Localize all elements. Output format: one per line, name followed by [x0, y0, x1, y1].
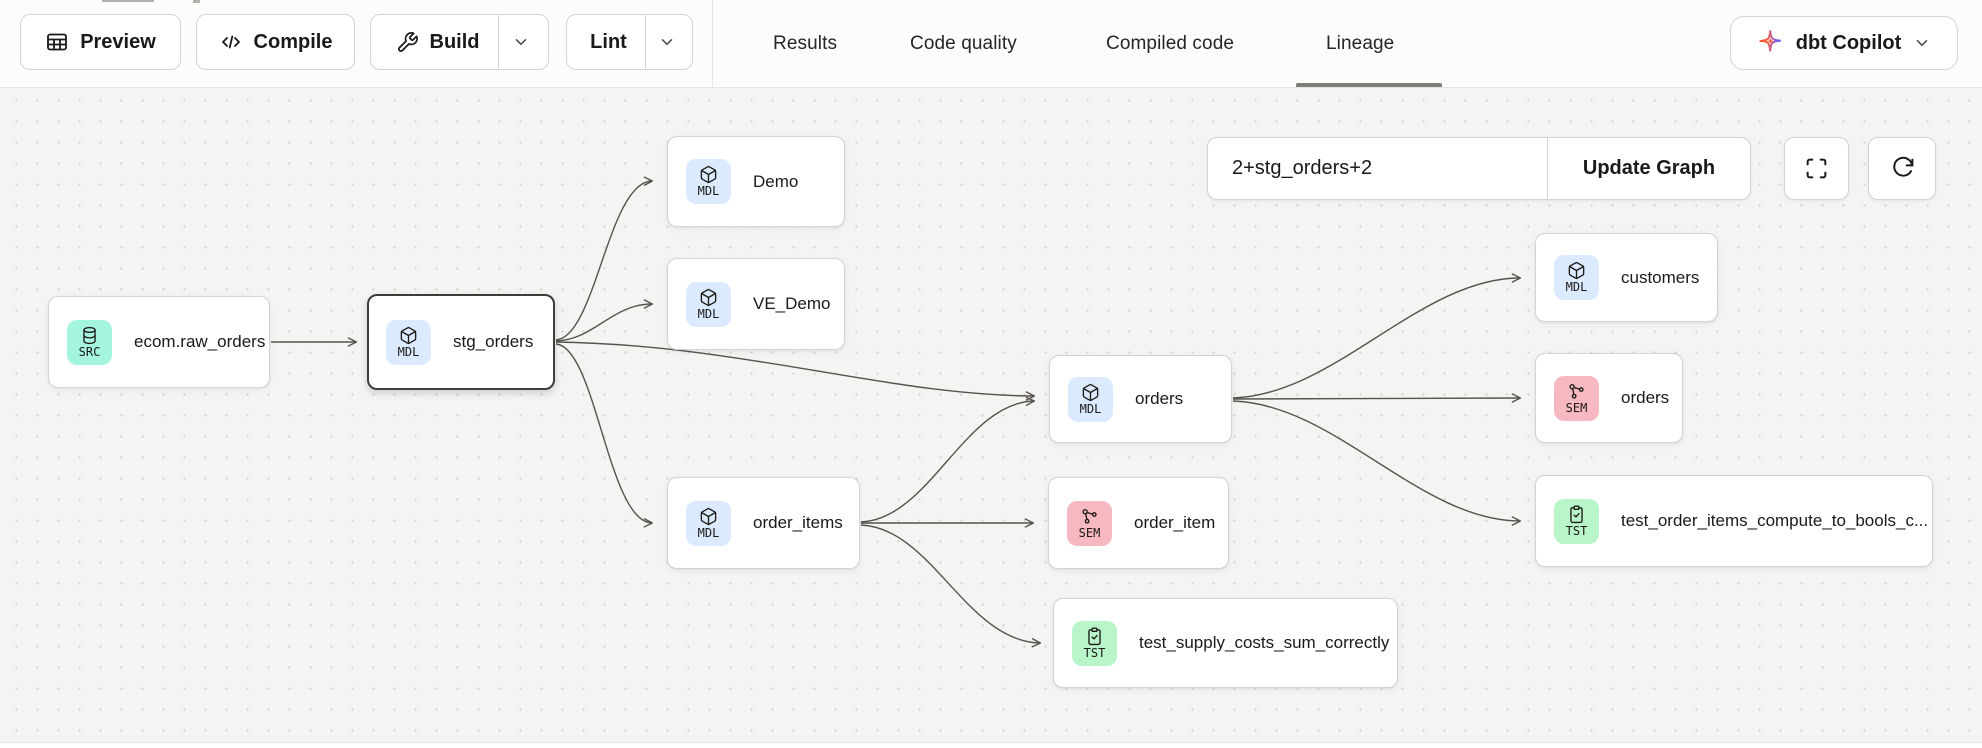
badge-label: MDL [697, 525, 720, 540]
lineage-node-order-item[interactable]: SEM order_item [1048, 477, 1229, 569]
cube-icon [400, 326, 417, 344]
lint-dropdown-caret[interactable] [644, 15, 689, 69]
lineage-node-test-supply-costs[interactable]: TST test_supply_costs_sum_correctly [1053, 598, 1398, 688]
node-label: VE_Demo [753, 294, 831, 313]
lineage-selector-input[interactable] [1208, 138, 1547, 199]
badge-label: MDL [397, 344, 420, 359]
model-badge: MDL [1554, 255, 1599, 300]
lineage-node-orders-model[interactable]: MDL orders [1049, 355, 1232, 443]
lint-button: Lint [566, 14, 693, 70]
code-icon [219, 30, 243, 54]
source-badge: SRC [67, 319, 112, 365]
semantic-badge: SEM [1554, 375, 1599, 421]
badge-label: MDL [1079, 401, 1102, 416]
tab-code-quality-label: Code quality [910, 33, 1017, 54]
model-badge: MDL [1068, 376, 1113, 422]
preview-button-label: Preview [80, 30, 156, 53]
chevron-down-icon [1917, 40, 1928, 46]
chevron-down-icon [662, 39, 673, 45]
update-graph-label: Update Graph [1582, 157, 1716, 179]
node-label: Demo [753, 171, 799, 191]
cropped-artifact [102, 0, 154, 2]
badge-label: MDL [1565, 280, 1588, 294]
lineage-node-customers[interactable]: MDL customers [1535, 233, 1718, 322]
node-label: orders [1135, 389, 1184, 408]
model-badge: MDL [386, 319, 431, 365]
cropped-artifact [193, 0, 200, 3]
dbt-copilot-label: dbt Copilot [1795, 31, 1902, 54]
compile-button-label: Compile [253, 30, 333, 53]
refresh-button[interactable] [1868, 137, 1936, 200]
clipboard-check-icon [1088, 627, 1101, 645]
badge-label: MDL [697, 184, 720, 198]
model-badge: MDL [686, 159, 731, 204]
build-button-main[interactable]: Build [376, 15, 498, 69]
table-icon [45, 30, 69, 54]
node-label: test_supply_costs_sum_correctly [1139, 633, 1390, 652]
molecule-icon [1082, 508, 1097, 524]
badge-label: SEM [1565, 400, 1588, 415]
refresh-icon [1892, 156, 1913, 177]
badge-label: TST [1083, 645, 1106, 660]
lint-button-label: Lint [590, 30, 627, 53]
node-label: test_order_items_compute_to_bools_c... [1621, 511, 1929, 530]
bottom-strip [0, 742, 1982, 748]
build-button: Build [370, 14, 549, 70]
tab-results-label: Results [773, 33, 838, 54]
wrench-icon [396, 31, 419, 54]
lineage-node-order-items[interactable]: MDL order_items [667, 477, 860, 569]
dbt-copilot-icon [1759, 29, 1781, 52]
clipboard-check-icon [1570, 505, 1583, 523]
badge-label: TST [1565, 523, 1588, 538]
badge-label: SRC [78, 344, 101, 359]
lineage-node-test-order-items[interactable]: TST test_order_items_compute_to_bools_c.… [1535, 475, 1933, 567]
lineage-node-stg-orders[interactable]: MDL stg_orders [367, 294, 555, 390]
tab-results[interactable]: Results [773, 0, 837, 88]
lineage-canvas[interactable]: Update Graph SRC ecom.raw_orders [0, 88, 1982, 742]
update-graph-button[interactable]: Update Graph [1547, 138, 1750, 199]
compile-button[interactable]: Compile [196, 14, 355, 70]
cube-icon [1568, 261, 1585, 280]
chevron-down-icon [515, 39, 527, 45]
fullscreen-icon [1806, 158, 1827, 179]
lineage-node-ve-demo[interactable]: MDL VE_Demo [667, 258, 845, 350]
tab-lineage-label: Lineage [1326, 33, 1395, 54]
badge-label: SEM [1078, 525, 1101, 540]
badge-label: MDL [697, 306, 720, 321]
lineage-node-ecom-raw-orders[interactable]: SRC ecom.raw_orders [48, 296, 270, 388]
lineage-node-demo[interactable]: MDL Demo [667, 136, 845, 227]
build-button-label: Build [429, 30, 480, 53]
tab-code-quality[interactable]: Code quality [910, 0, 1017, 88]
lint-button-main[interactable]: Lint [570, 15, 645, 69]
build-dropdown-caret[interactable] [497, 15, 544, 69]
node-label: order_item [1134, 513, 1216, 532]
node-label: ecom.raw_orders [134, 332, 266, 351]
model-badge: MDL [686, 500, 731, 546]
node-label: order_items [753, 513, 843, 532]
tab-compiled-code[interactable]: Compiled code [1106, 0, 1234, 88]
toolbar-divider [712, 0, 713, 88]
lineage-node-orders-semantic[interactable]: SEM orders [1535, 353, 1683, 443]
top-toolbar: Preview Compile Build Lint [0, 0, 1982, 88]
fullscreen-button[interactable] [1784, 137, 1849, 200]
node-label: customers [1621, 267, 1700, 287]
cube-icon [1082, 383, 1099, 401]
preview-button[interactable]: Preview [20, 14, 181, 70]
tab-lineage[interactable]: Lineage [1326, 0, 1394, 88]
node-label: stg_orders [453, 332, 534, 351]
cube-icon [700, 507, 717, 525]
test-badge: TST [1072, 620, 1117, 666]
database-icon [83, 326, 96, 344]
node-label: orders [1621, 388, 1670, 407]
lineage-selector-group: Update Graph [1207, 137, 1751, 200]
model-badge: MDL [686, 281, 731, 327]
semantic-badge: SEM [1067, 500, 1112, 546]
cube-icon [700, 288, 717, 306]
test-badge: TST [1554, 498, 1599, 544]
cube-icon [700, 165, 717, 184]
molecule-icon [1569, 383, 1584, 399]
dbt-copilot-button[interactable]: dbt Copilot [1730, 16, 1958, 70]
active-tab-underline [1296, 83, 1442, 87]
tab-compiled-code-label: Compiled code [1106, 33, 1235, 54]
